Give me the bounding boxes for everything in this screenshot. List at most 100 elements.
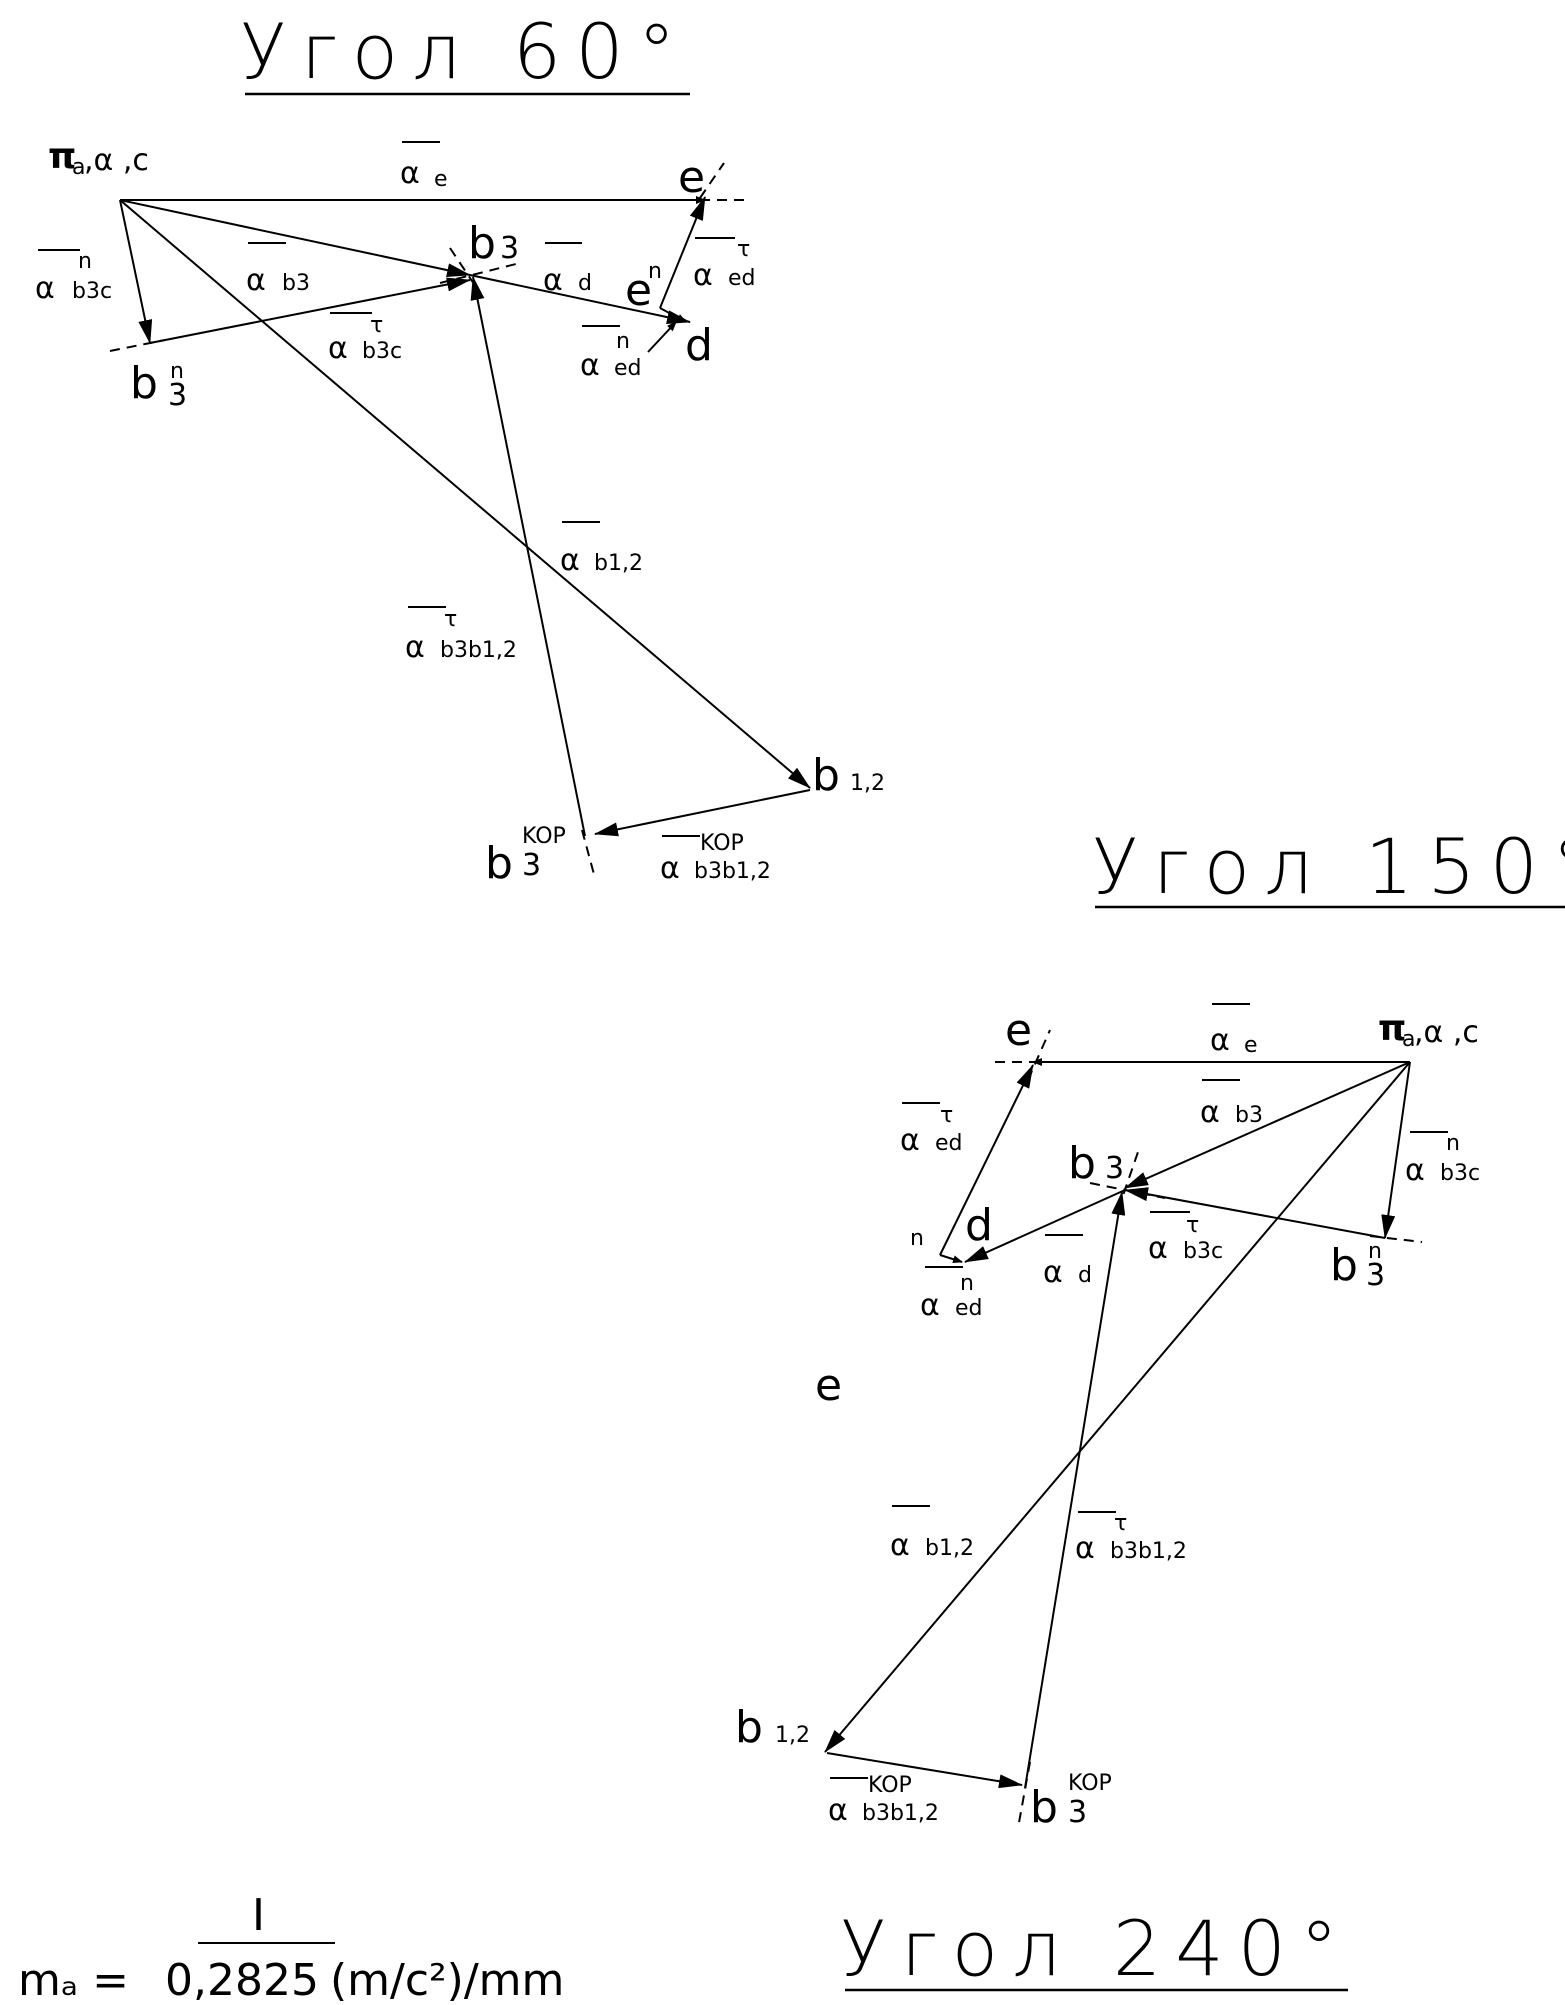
d60-label-ae: α e — [400, 141, 448, 192]
d150-label-d: d — [965, 1200, 993, 1251]
d150-ab3cn-main: α — [1405, 1153, 1425, 1188]
d150-label-aedt: τ α ed — [900, 1102, 963, 1158]
d60-dash-b3 — [439, 262, 521, 284]
title-240-text: Угол 240° — [840, 1904, 1352, 1993]
d60-ab3ct-main: α — [328, 331, 348, 366]
d60-label-b12: b 1,2 — [812, 750, 885, 801]
d150-label-ab12: α b1,2 — [890, 1505, 974, 1563]
d150-vector-aedt — [939, 1064, 1034, 1256]
d60-label-b3kor: b KOP 3 — [485, 824, 566, 889]
d60-label-akor: KOP α b3b1,2 — [660, 831, 771, 886]
d60-ab3cn-main: α — [35, 271, 55, 306]
d60-label-b3n: b n 3 — [130, 358, 187, 413]
d150-label-b3: b 3 — [1068, 1138, 1124, 1189]
d60-vector-akor — [594, 789, 811, 837]
d60-aedt-sub: ed — [728, 266, 756, 291]
title-angle-150: Угол 150° — [1092, 822, 1565, 911]
d60-b3kor-sup: KOP — [522, 824, 566, 849]
d60-pi-sub: a — [72, 155, 85, 180]
d60-b12-sub: 1,2 — [850, 771, 885, 796]
d60-vector-ab12 — [119, 199, 811, 789]
d60-label-ab3cn: n α b3c — [35, 249, 112, 306]
d150-ab3ct-sup: τ — [1186, 1213, 1199, 1238]
diagram-60: π a ,α ,c α e e n α b3c α b3 b 3 α d — [35, 136, 885, 889]
d60-akor-sub: b3b1,2 — [694, 859, 771, 884]
d150-label-e: e — [1005, 1005, 1032, 1056]
d150-label-akor: KOP α b3b1,2 — [828, 1773, 939, 1828]
d60-en-main: e — [625, 265, 652, 316]
d150-label-ae: α e — [1210, 1003, 1258, 1058]
diagram-150: π a ,α ,c α e e α b3 b 3 n α b3c τ α — [735, 1003, 1480, 1833]
d150-dash-b3-cross — [1117, 1151, 1139, 1211]
d150-ab3cn-sub: b3c — [1440, 1161, 1480, 1186]
d60-dash-b3-cross — [449, 247, 479, 291]
d60-ab12-main: α — [560, 543, 580, 578]
d150-aedn-sub: ed — [955, 1296, 983, 1321]
d150-label-ad: α d — [1043, 1234, 1092, 1290]
d150-vector-ab12 — [824, 1061, 1411, 1753]
d60-ab3-main: α — [246, 263, 266, 298]
d60-ab3cn-sup: n — [78, 249, 92, 274]
scale-numerator: I — [252, 1890, 265, 1941]
d150-ae-sub: e — [1244, 1033, 1258, 1058]
d60-akor-sup: KOP — [700, 831, 744, 856]
d60-ab3b12t-main: α — [405, 630, 425, 665]
d60-aedn-main: α — [580, 348, 600, 383]
title-angle-240: Угол 240° — [840, 1904, 1352, 1993]
d150-b3-sub: 3 — [1105, 1151, 1124, 1186]
d150-ab3cn-sup: n — [1446, 1131, 1460, 1156]
d150-b3n-main: b — [1330, 1240, 1358, 1291]
d60-label-b3: b 3 — [468, 218, 519, 269]
d150-ad-sub: d — [1078, 1263, 1092, 1288]
d60-b3kor-sub: 3 — [522, 848, 541, 883]
d150-aedt-main: α — [900, 1123, 920, 1158]
d150-pi-rest: ,α ,c — [1414, 1015, 1479, 1050]
d60-ab3b12t-sub: b3b1,2 — [440, 638, 517, 663]
d150-ae-main: α — [1210, 1023, 1230, 1058]
d60-en-sup: n — [648, 259, 662, 284]
d150-label-pi: π a ,α ,c — [1378, 1008, 1479, 1052]
d150-vector-akor — [826, 1752, 1023, 1789]
d150-label-b3n: b n 3 — [1330, 1239, 1385, 1293]
d150-ad-main: α — [1043, 1255, 1063, 1290]
d60-leader-aedn — [647, 321, 677, 353]
d60-label-ab12: α b1,2 — [560, 521, 643, 578]
d150-dash-b3kor — [1017, 1761, 1031, 1829]
d60-ab3cn-sub: b3c — [72, 279, 112, 304]
d60-ad-main: α — [543, 263, 563, 298]
title-60-text: Угол 60° — [240, 7, 690, 96]
d150-ab3ct-main: α — [1148, 1231, 1168, 1266]
d150-b3kor-sub: 3 — [1068, 1795, 1087, 1830]
d60-vector-aedt — [659, 196, 706, 309]
d60-dash-b3n — [109, 339, 166, 352]
d150-b12-main: b — [735, 1702, 763, 1753]
d60-label-ad: α d — [543, 242, 592, 298]
d150-aedn-main: α — [920, 1288, 940, 1323]
d60-ab3b12t-sup: τ — [444, 607, 457, 632]
d150-b3kor-sup: KOP — [1068, 1771, 1112, 1796]
d150-label-ab3b12t: τ α b3b1,2 — [1075, 1511, 1187, 1566]
d150-ab3-sub: b3 — [1235, 1103, 1263, 1128]
d60-akor-main: α — [660, 851, 680, 886]
d150-vector-ab3 — [1124, 1061, 1411, 1189]
d60-label-aedt: τ α ed — [693, 237, 756, 293]
d60-pi-symbol: π — [48, 136, 76, 177]
d150-aedn-sup: n — [960, 1271, 974, 1296]
d60-aedt-sup: τ — [737, 237, 750, 262]
d150-dash-e-cross — [1027, 1029, 1051, 1081]
d60-vector-aedn — [659, 307, 687, 323]
d150-ab3-main: α — [1200, 1095, 1220, 1130]
d150-ab12-main: α — [890, 1528, 910, 1563]
d60-dash-b3kor — [581, 829, 596, 879]
scale-unit: (m/c²)/mm — [330, 1955, 564, 2005]
scale-lhs: mₐ = — [18, 1955, 129, 2005]
d60-aedn-sub: ed — [614, 356, 642, 381]
d60-dash-e-cross — [699, 162, 725, 199]
d60-aedt-main: α — [693, 258, 713, 293]
d60-label-ab3: α b3 — [246, 242, 310, 298]
d60-b3n-sub: 3 — [168, 378, 187, 413]
d60-label-ab3ct: τ α b3c — [328, 312, 402, 366]
d60-ab12-sub: b1,2 — [594, 551, 643, 576]
d60-ab3-sub: b3 — [282, 271, 310, 296]
